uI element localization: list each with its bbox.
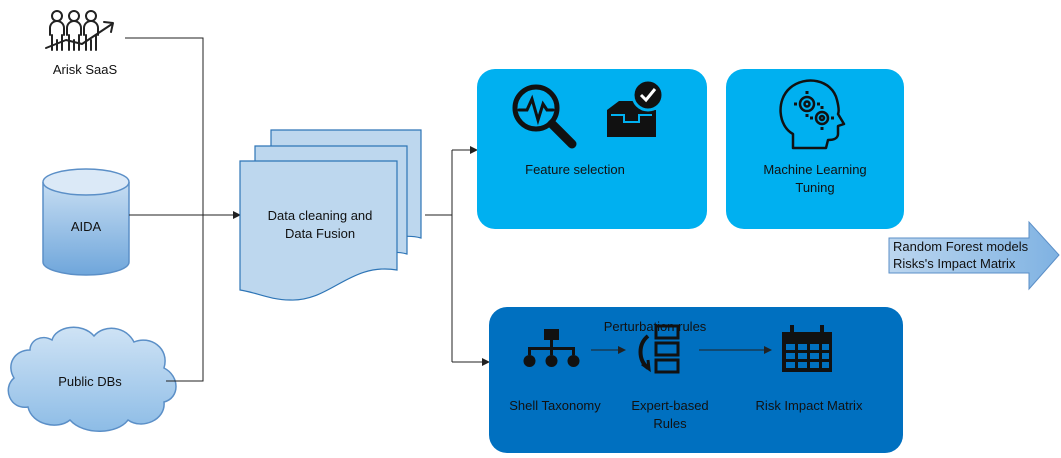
hierarchy-icon [523,329,580,367]
output-line1: Random Forest models [893,239,1029,254]
output-arrow-label: Random Forest models Risks's Impact Matr… [893,238,1053,272]
perturbation-title: Perturbation rules [603,319,707,334]
data-cleaning-label: Data cleaning and Data Fusion [244,207,396,243]
feature-selection-box [477,69,707,229]
aida-label: AIDA [70,219,102,234]
risk-impact-matrix-label: Risk Impact Matrix [755,398,863,413]
expert-rules-label: Expert-based Rules [620,397,720,433]
expert-rules-line1: Expert-based [631,398,709,413]
inbox-check-icon [607,78,665,137]
matrix-calendar-icon [782,325,832,372]
ml-tuning-line1: Machine Learning [763,162,867,177]
ml-tuning-label: Machine Learning Tuning [740,161,890,197]
database-cylinder-icon [42,168,130,276]
multi-document-shape [239,129,422,301]
public-dbs-label: Public DBs [58,374,122,389]
head-gears-icon [779,79,846,150]
expert-rules-line2: Rules [653,416,687,431]
feature-selection-label: Feature selection [525,162,625,177]
data-cleaning-line2: Data Fusion [284,226,356,241]
rules-list-icon [638,324,680,374]
source-connectors [125,37,241,382]
ml-tuning-line2: Tuning [795,180,835,195]
cloud-shape [7,326,177,432]
output-line2: Risks's Impact Matrix [893,256,1016,271]
output-arrow [888,220,1060,291]
data-cleaning-line1: Data cleaning and [267,208,373,223]
arisk-saas-label: Arisk SaaS [52,62,118,77]
output-connectors [425,146,490,366]
shell-taxonomy-label: Shell Taxonomy [509,398,601,413]
people-growth-icon [45,10,114,51]
magnifier-pulse-icon [512,84,577,149]
